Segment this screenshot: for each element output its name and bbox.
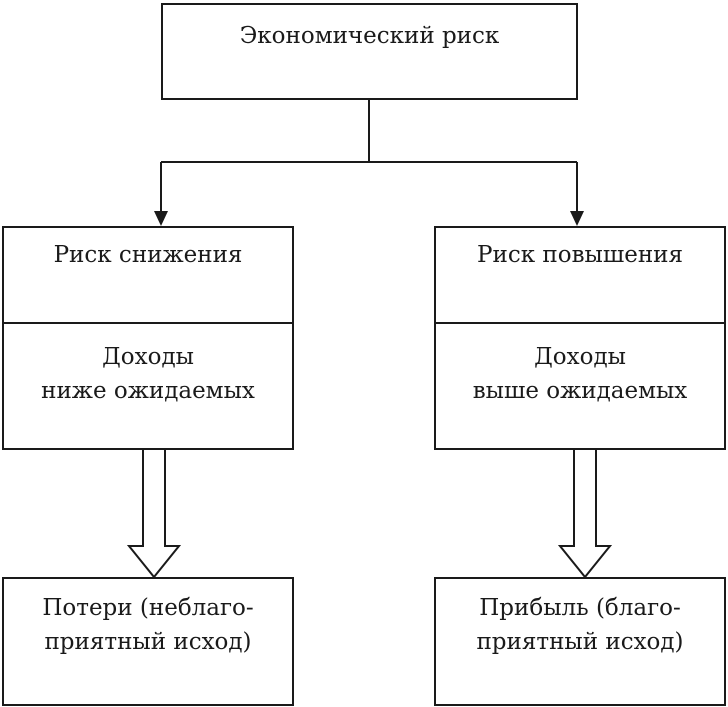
outcome-label: Прибыль (благо- приятный исход) [436,591,724,659]
outcome-node-loss: Потери (неблаго- приятный исход) [2,577,294,706]
branch-title-text: Риск снижения [53,242,243,268]
outcome-line: Прибыль (благо- [479,595,681,621]
branch-divider [4,322,292,324]
left-hollow-arrow [126,449,182,579]
outcome-node-profit: Прибыль (благо- приятный исход) [434,577,726,706]
outcome-line: приятный исход) [44,629,252,655]
description-line: Доходы [102,344,194,370]
root-node: Экономический риск [161,3,578,100]
branch-description: Доходы выше ожидаемых [436,340,724,408]
branch-node-increase: Риск повышения Доходы выше ожидаемых [434,226,726,450]
right-arrowhead [570,211,584,226]
outcome-label: Потери (неблаго- приятный исход) [4,591,292,659]
branch-node-decrease: Риск снижения Доходы ниже ожидаемых [2,226,294,450]
left-arrowhead [154,211,168,226]
branch-title: Риск повышения [436,238,724,272]
root-label: Экономический риск [163,19,576,53]
branch-title-text: Риск повышения [477,242,683,268]
description-line: выше ожидаемых [472,378,688,404]
outcome-line: приятный исход) [476,629,684,655]
right-hollow-arrow [557,449,613,579]
outcome-line: Потери (неблаго- [42,595,254,621]
description-line: Доходы [534,344,626,370]
branch-title: Риск снижения [4,238,292,272]
description-line: ниже ожидаемых [41,378,255,404]
branch-divider [436,322,724,324]
root-label-text: Экономический риск [239,23,500,49]
branch-description: Доходы ниже ожидаемых [4,340,292,408]
